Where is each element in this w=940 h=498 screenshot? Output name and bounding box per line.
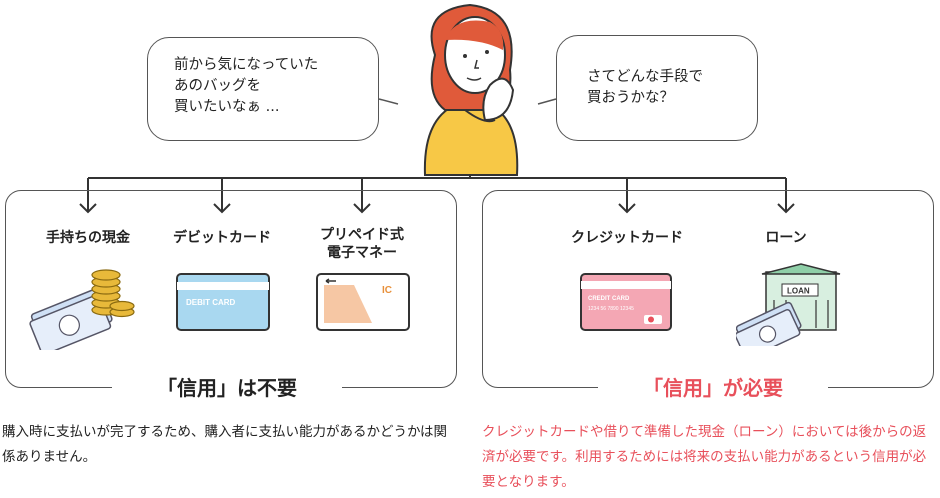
- credit-title: 「信用」が必要: [598, 372, 828, 401]
- thinking-woman-illustration: [423, 3, 519, 176]
- no-credit-title: 「信用」は不要: [112, 372, 342, 401]
- credit-group: [482, 190, 934, 388]
- credit-card-illustration: CREDIT CARD 1234 56 7890 12345: [580, 273, 672, 331]
- bubble-line: 前から気になっていた: [174, 57, 319, 73]
- loan-bank-illustration: LOAN: [736, 263, 841, 346]
- bubble-line: 買いたいなぁ ...: [174, 99, 280, 115]
- prepaid-card-illustration: IC: [316, 273, 410, 331]
- prepaid-emoney-label: プリペイド式 電子マネー: [320, 227, 404, 261]
- cash-illustration: [29, 269, 135, 350]
- cash-label: 手持ちの現金: [46, 230, 130, 246]
- credit-card-label: クレジットカード: [571, 230, 683, 246]
- debit-card-illustration: DEBIT CARD: [176, 273, 270, 331]
- no-credit-description: 購入時に支払いが完了するため、購入者に支払い能力があるかどうかは関係ありません。: [2, 424, 447, 465]
- left-speech-bubble: 前から気になっていた あのバッグを 買いたいなぁ ...: [147, 37, 379, 141]
- credit-description: クレジットカードや借りて準備した現金（ローン）においては後からの返済が必要です。…: [482, 424, 927, 490]
- ic-chip-text: IC: [382, 285, 392, 296]
- right-speech-bubble: さてどんな手段で 買おうかな？: [556, 35, 758, 141]
- bubble-line: 買おうかな？: [587, 90, 674, 106]
- bubble-line: さてどんな手段で: [587, 69, 703, 85]
- bubble-line: あのバッグを: [174, 78, 261, 94]
- loan-sign-text: LOAN: [787, 287, 810, 296]
- loan-label: ローン: [765, 230, 807, 246]
- debit-card-text: DEBIT CARD: [186, 298, 236, 307]
- credit-card-text: CREDIT CARD: [588, 296, 630, 302]
- credit-card-number: 1234 56 7890 12345: [588, 306, 634, 312]
- debit-card-label: デビットカード: [173, 230, 271, 246]
